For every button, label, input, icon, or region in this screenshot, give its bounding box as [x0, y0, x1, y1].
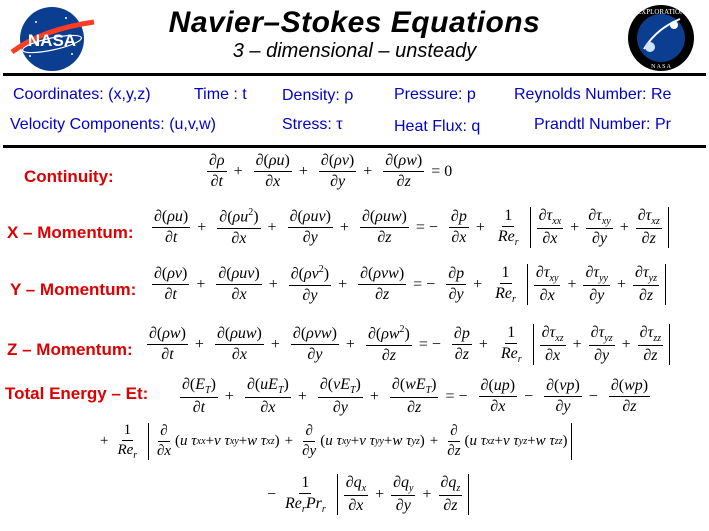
energy-equation-line1: ∂(ET)∂t+ ∂(uET)∂x+ ∂(vET)∂y+ ∂(wET)∂z= −…	[180, 376, 651, 417]
exploration-logo: EXPLORATION N A S A	[628, 5, 694, 71]
def-time: Time : t	[194, 86, 247, 103]
label-total-energy: Total Energy – Et:	[5, 384, 149, 403]
label-x-momentum: X – Momentum:	[7, 223, 134, 242]
def-heatflux: Heat Flux: q	[394, 118, 481, 135]
label-continuity: Continuity:	[24, 167, 114, 186]
def-coordinates: Coordinates: (x,y,z)	[13, 86, 151, 103]
z-momentum-equation: ∂(ρw)∂t+ ∂(ρuw)∂x+ ∂(ρvw)∂y+ ∂(ρw2)∂z= −…	[145, 324, 673, 366]
def-prandtl: Prandtl Number: Pr	[534, 116, 671, 133]
svg-text:NASA: NASA	[28, 31, 76, 50]
y-momentum-equation: ∂(ρv)∂t+ ∂(ρuv)∂x+ ∂(ρv2)∂y+ ∂(ρvw)∂z= −…	[150, 264, 669, 306]
nasa-logo: NASA	[10, 7, 95, 71]
label-y-momentum: Y – Momentum:	[10, 280, 137, 299]
mid-rule	[3, 145, 706, 148]
def-pressure: Pressure: p	[394, 86, 476, 103]
def-velocity: Velocity Components: (u,v,w)	[10, 116, 217, 133]
label-z-momentum: Z – Momentum:	[7, 340, 133, 359]
x-momentum-equation: ∂(ρu)∂t+ ∂(ρu2)∂x+ ∂(ρuv)∂y+ ∂(ρuw)∂z= −…	[150, 207, 672, 249]
page-title: Navier–Stokes Equations	[168, 6, 541, 39]
def-reynolds: Reynolds Number: Re	[514, 86, 672, 103]
svg-text:N A S A: N A S A	[651, 64, 672, 70]
top-rule	[3, 73, 706, 76]
svg-text:EXPLORATION: EXPLORATION	[637, 8, 685, 16]
def-density: Density: ρ	[282, 87, 354, 104]
def-stress: Stress: τ	[282, 116, 343, 133]
continuity-equation: ∂ρ∂t+ ∂(ρu)∂x+ ∂(ρv)∂y+ ∂(ρw)∂z= 0	[207, 152, 453, 190]
page-subtitle: 3 – dimensional – unsteady	[232, 40, 477, 62]
